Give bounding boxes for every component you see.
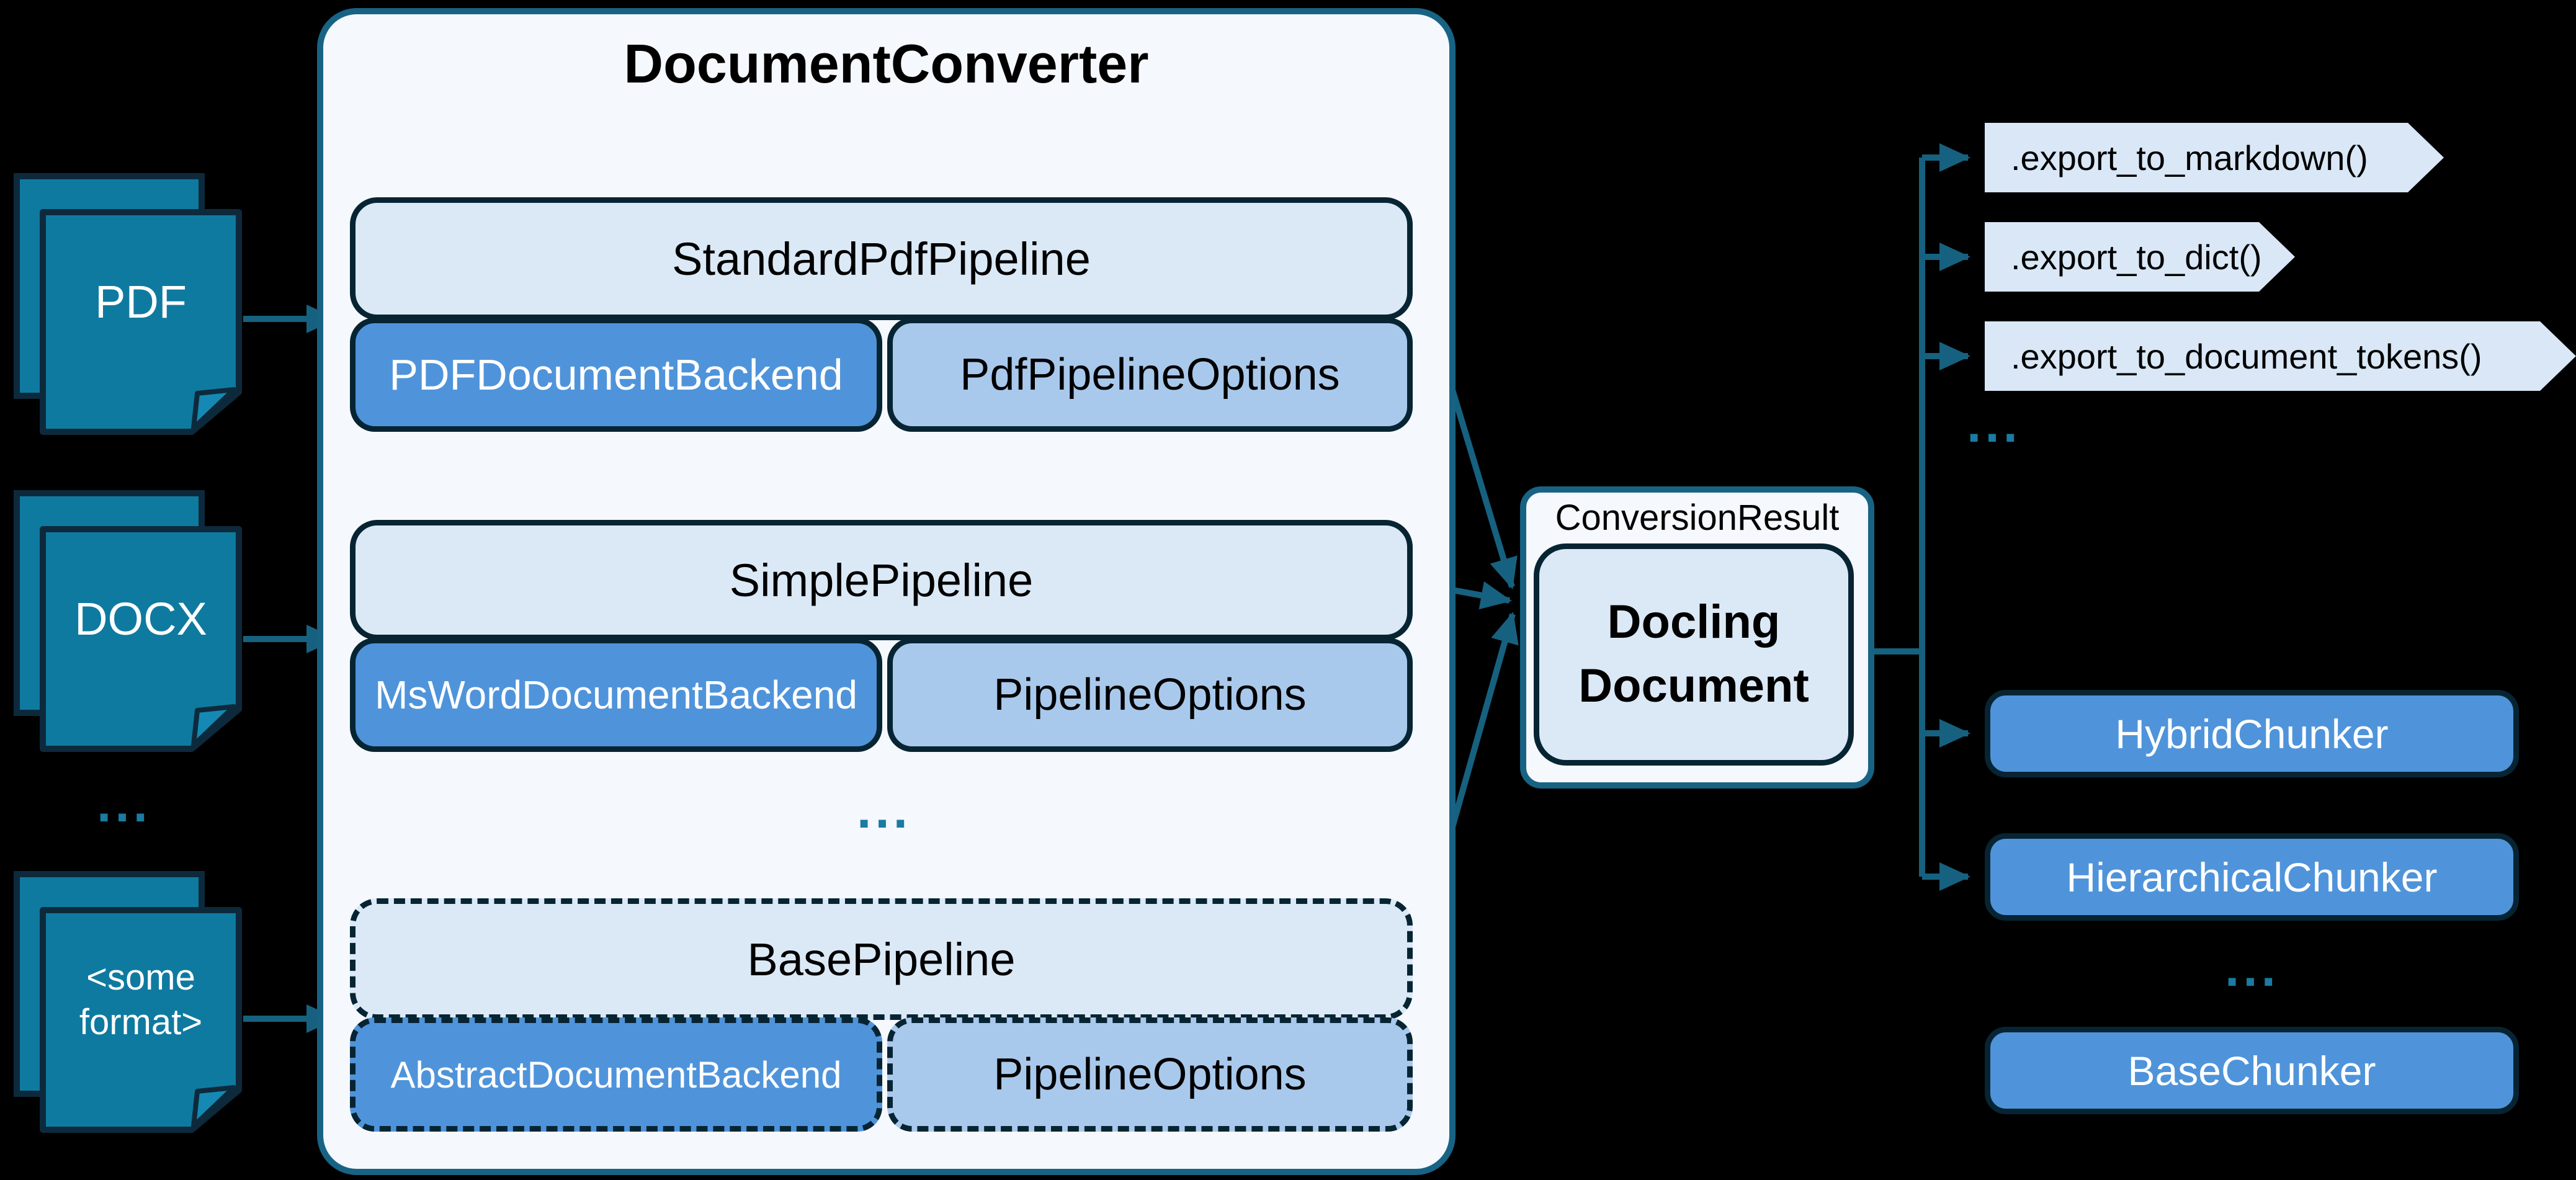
basepipeline-box: BasePipeline (350, 898, 1413, 1020)
inputs-ellipsis: ... (96, 774, 151, 833)
someformat-documents-icon: <some format> (13, 870, 243, 1133)
pipelineoptions-box: PipelineOptions (887, 638, 1413, 752)
pdf-documents-icon: PDF (13, 172, 243, 436)
standardpdfpipeline-box: StandardPdfPipeline (350, 197, 1413, 320)
export-to-document-tokens-chevron: .export_to_document_tokens() (1985, 321, 2576, 391)
pdf-label: PDF (95, 275, 187, 328)
someformat-label: <some format> (43, 910, 239, 1090)
someformat-line2: format> (79, 1002, 203, 1042)
mswordbackend-box: MsWordDocumentBackend (350, 638, 882, 752)
hierarchicalchunker-box: HierarchicalChunker (1985, 833, 2519, 921)
converter-ellipsis: ... (856, 780, 911, 839)
docx-stack-shape (14, 490, 242, 752)
simplepipeline-box: SimplePipeline (350, 520, 1413, 640)
export-to-markdown-chevron: .export_to_markdown() (1985, 123, 2444, 192)
pdfpipelineoptions-box: PdfPipelineOptions (887, 318, 1413, 432)
docling-document-line2: Document (1578, 659, 1809, 712)
pipelineoptions-dashed-box: PipelineOptions (887, 1017, 1413, 1132)
docx-documents-icon: DOCX (13, 489, 243, 753)
docx-label: DOCX (74, 592, 207, 645)
basechunker-box: BaseChunker (1985, 1027, 2519, 1114)
docling-document-line1: Docling (1607, 596, 1781, 649)
export-to-dict-chevron: .export_to_dict() (1985, 222, 2295, 292)
pdf-stack-shape (14, 173, 242, 435)
document-converter-title: DocumentConverter (624, 33, 1149, 94)
conversionresult-label: ConversionResult (1555, 497, 1840, 538)
abstractbackend-box: AbstractDocumentBackend (350, 1017, 882, 1132)
exports-ellipsis: ... (1967, 394, 2022, 453)
hybridchunker-box: HybridChunker (1985, 690, 2519, 777)
docling-document-box: Docling Document (1534, 543, 1854, 766)
someformat-stack-shape (14, 871, 242, 1133)
someformat-line1: <some (86, 957, 195, 998)
chunkers-ellipsis: ... (2224, 938, 2279, 997)
pdfdocumentbackend-box: PDFDocumentBackend (350, 318, 882, 432)
